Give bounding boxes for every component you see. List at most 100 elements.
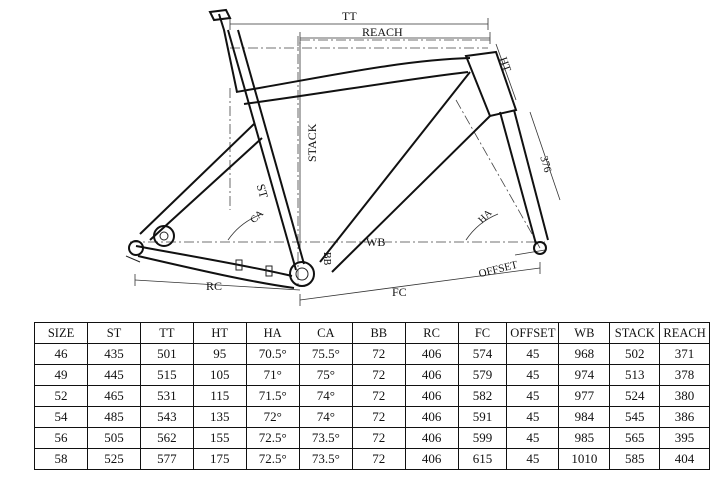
- header-tt: TT: [139, 322, 194, 344]
- bottom-bracket: [289, 261, 315, 287]
- table-cell: 175: [192, 448, 247, 470]
- table-cell: 585: [609, 448, 661, 470]
- table-cell: 615: [457, 448, 508, 470]
- frame-geometry-diagram: TT REACH HT STACK ST CA HA WB BB OFFSET …: [125, 8, 561, 306]
- header-bb: BB: [351, 322, 406, 344]
- table-cell: 72°: [245, 406, 300, 428]
- table-cell: 985: [558, 427, 611, 449]
- table-cell: 45: [506, 427, 560, 449]
- seat-stay: [139, 123, 255, 235]
- header-ca: CA: [298, 322, 353, 344]
- table-row: 58 525 577 175 72.5° 73.5° 72 406 615 45…: [33, 448, 710, 470]
- table-cell: 135: [192, 406, 247, 428]
- table-cell: 577: [139, 448, 194, 470]
- table-cell: 71°: [245, 364, 300, 386]
- seat-tube: [227, 29, 297, 271]
- table-cell: 505: [87, 427, 141, 449]
- table-cell: 574: [457, 343, 508, 365]
- chain-stay: [135, 245, 293, 277]
- table-cell: 974: [558, 364, 611, 386]
- header-stack: STACK: [609, 322, 661, 344]
- label-wb: WB: [366, 235, 385, 249]
- table-cell: 52: [33, 385, 89, 407]
- table-cell: 45: [506, 406, 560, 428]
- header-st: ST: [87, 322, 141, 344]
- fork: [499, 111, 537, 245]
- table-cell: 45: [506, 385, 560, 407]
- table-cell: 582: [457, 385, 508, 407]
- header-offset: OFFSET: [506, 322, 560, 344]
- header-ha: HA: [245, 322, 300, 344]
- label-ca: CA: [248, 208, 266, 226]
- header-rc: RC: [404, 322, 459, 344]
- bike-frame: [125, 8, 549, 289]
- table-cell: 562: [139, 427, 194, 449]
- table-row: 46 435 501 95 70.5° 75.5° 72 406 574 45 …: [33, 343, 710, 365]
- top-tube: [235, 57, 471, 93]
- table-cell: 406: [404, 448, 459, 470]
- table-cell: 45: [506, 364, 560, 386]
- label-st: ST: [254, 182, 272, 200]
- header-fc: FC: [457, 322, 508, 344]
- table-cell: 115: [192, 385, 247, 407]
- head-tube: [464, 50, 518, 118]
- table-cell: 501: [139, 343, 194, 365]
- label-reach: REACH: [362, 25, 403, 39]
- table-cell: 45: [506, 343, 560, 365]
- table-cell: 531: [139, 385, 194, 407]
- table-cell: 406: [404, 385, 459, 407]
- label-376: 376: [537, 155, 553, 175]
- table-cell: 502: [609, 343, 661, 365]
- table-cell: 485: [87, 406, 141, 428]
- table-cell: 45: [506, 448, 560, 470]
- table-cell: 406: [404, 427, 459, 449]
- table-cell: 579: [457, 364, 508, 386]
- table-cell: 46: [33, 343, 89, 365]
- label-offset: OFFSET: [477, 259, 519, 280]
- table-cell: 72.5°: [245, 448, 300, 470]
- reference-lines: [130, 36, 545, 286]
- label-bb: BB: [321, 252, 332, 266]
- table-cell: 105: [192, 364, 247, 386]
- rear-dropout: [128, 240, 144, 256]
- table-cell: 72: [351, 406, 406, 428]
- table-cell: 386: [659, 406, 710, 428]
- table-cell: 465: [87, 385, 141, 407]
- table-cell: 72: [351, 343, 406, 365]
- table-cell: 525: [87, 448, 141, 470]
- table-cell: 73.5°: [298, 448, 353, 470]
- table-cell: 545: [609, 406, 661, 428]
- header-size: SIZE: [33, 322, 89, 344]
- label-ht: HT: [497, 56, 513, 74]
- table-cell: 984: [558, 406, 611, 428]
- table-cell: 445: [87, 364, 141, 386]
- down-tube: [319, 71, 471, 263]
- label-rc: RC: [206, 279, 222, 293]
- table-row: 56 505 562 155 72.5° 73.5° 72 406 599 45…: [33, 427, 710, 449]
- header-ht: HT: [192, 322, 247, 344]
- table-cell: 565: [609, 427, 661, 449]
- table-cell: 95: [192, 343, 247, 365]
- table-cell: 406: [404, 406, 459, 428]
- table-cell: 58: [33, 448, 89, 470]
- header-reach: REACH: [659, 322, 710, 344]
- table-cell: 73.5°: [298, 427, 353, 449]
- table-cell: 54: [33, 406, 89, 428]
- table-cell: 155: [192, 427, 247, 449]
- label-fc: FC: [392, 285, 407, 299]
- table-cell: 74°: [298, 385, 353, 407]
- table-cell: 1010: [558, 448, 611, 470]
- geometry-table: SIZE ST TT HT HA CA BB RC FC OFFSET WB S…: [33, 322, 710, 470]
- table-cell: 75°: [298, 364, 353, 386]
- table-cell: 977: [558, 385, 611, 407]
- table-cell: 72: [351, 385, 406, 407]
- table-cell: 513: [609, 364, 661, 386]
- table-cell: 406: [404, 343, 459, 365]
- table-cell: 71.5°: [245, 385, 300, 407]
- table-cell: 591: [457, 406, 508, 428]
- table-row: 54 485 543 135 72° 74° 72 406 591 45 984…: [33, 406, 710, 428]
- table-cell: 543: [139, 406, 194, 428]
- table-cell: 524: [609, 385, 661, 407]
- table-cell: 599: [457, 427, 508, 449]
- table-cell: 72: [351, 448, 406, 470]
